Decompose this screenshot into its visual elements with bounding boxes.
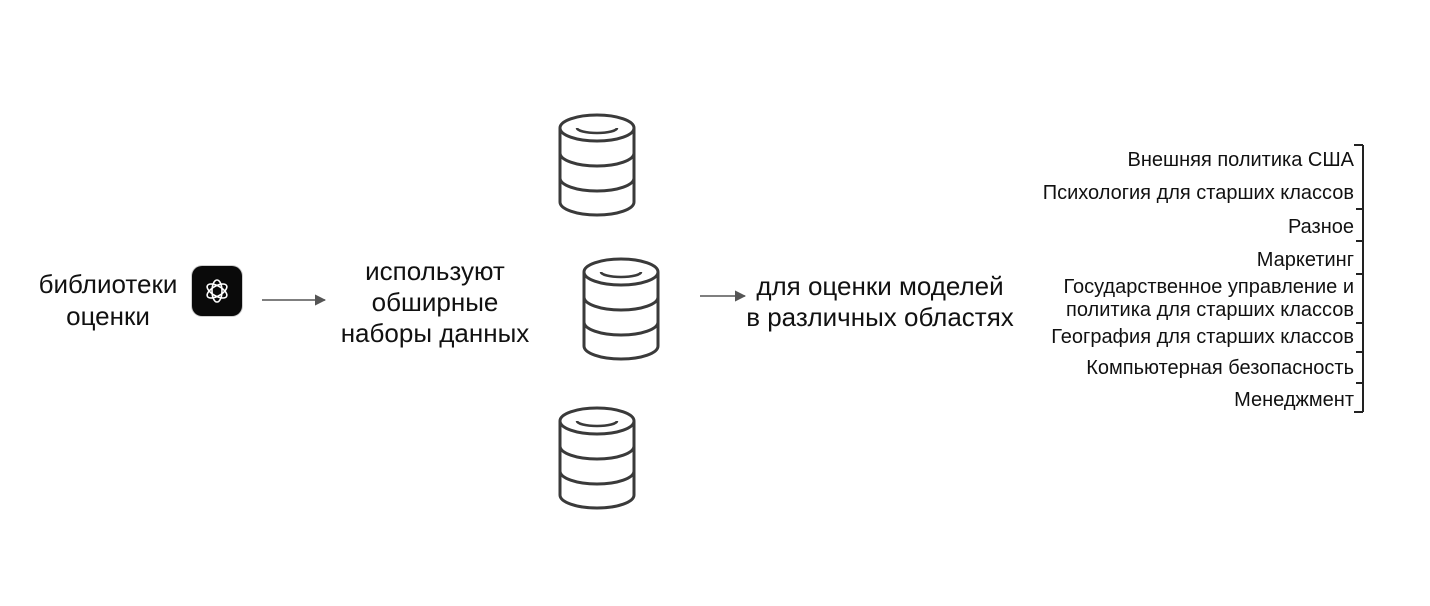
domain-item: Менеджмент — [934, 389, 1354, 412]
domain-item: Разное — [934, 216, 1354, 239]
domain-item-line: Внешняя политика США — [1127, 149, 1354, 171]
source-label-line: оценки — [66, 301, 150, 331]
output-label-line: для оценки моделей — [756, 271, 1004, 301]
domain-item-line: Государственное управление и — [1063, 276, 1354, 298]
database-icon — [558, 113, 636, 217]
datasets-label-line: наборы данных — [340, 318, 530, 348]
openai-logo-icon — [192, 266, 242, 316]
domain-item-line: Разное — [1287, 216, 1354, 238]
domain-item-line: Компьютерная безопасность — [1086, 357, 1354, 379]
domain-item: Государственное управление и политика дл… — [934, 276, 1354, 322]
domains-bracket — [1354, 144, 1364, 413]
datasets-label-line: обширные — [371, 287, 499, 317]
output-label: для оценки моделей в различных областях — [736, 271, 1024, 333]
domain-item-line: политика для старших классов — [1066, 299, 1354, 321]
domain-item: Компьютерная безопасность — [934, 357, 1354, 380]
domain-item-line: География для старших классов — [1051, 326, 1354, 348]
domain-item-line: Менеджмент — [1234, 389, 1354, 411]
domain-item: Внешняя политика США — [934, 149, 1354, 172]
database-icon — [582, 257, 660, 361]
domain-item: Маркетинг — [934, 249, 1354, 272]
domain-item: География для старших классов — [934, 326, 1354, 349]
source-label-line: библиотеки — [38, 269, 178, 299]
datasets-label: используют обширные наборы данных — [322, 256, 548, 349]
domain-item-line: Психология для старших классов — [1042, 182, 1354, 204]
database-icon — [558, 406, 636, 510]
domain-item-line: Маркетинг — [1256, 249, 1354, 271]
datasets-label-line: используют — [365, 256, 505, 286]
domain-item: Психология для старших классов — [934, 182, 1354, 205]
source-label: библиотеки оценки — [22, 268, 194, 332]
output-label-line: в различных областях — [746, 302, 1014, 332]
